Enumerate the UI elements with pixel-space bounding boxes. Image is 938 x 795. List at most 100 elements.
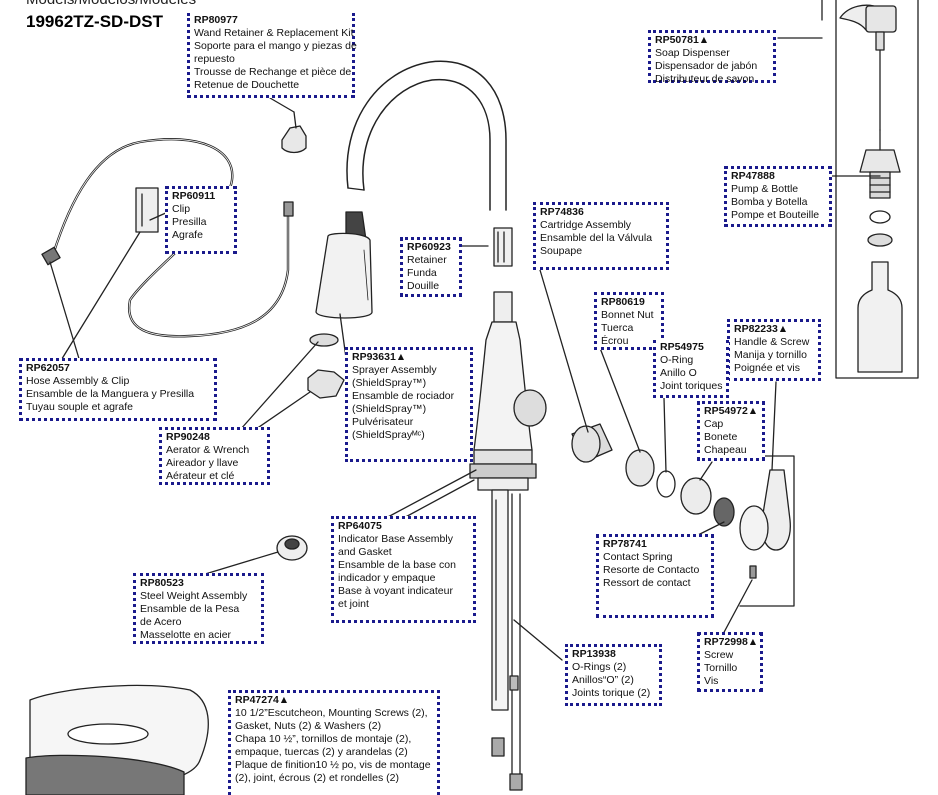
part-desc-line: and Gasket	[338, 546, 392, 558]
part-desc-line: Agrafe	[172, 229, 203, 241]
part-callout-rp82233: RP82233▲ Handle & Screw Manija y tornill…	[727, 319, 821, 381]
part-desc-line: Ensamble de la Pesa	[140, 603, 240, 615]
part-desc-line: de Acero	[140, 616, 182, 628]
part-number: RP50781▲	[655, 34, 710, 46]
part-callout-rp13938: RP13938 O-Rings (2) Anillos“O” (2) Joint…	[565, 644, 662, 706]
part-desc-line: Manija y tornillo	[734, 349, 807, 361]
models-label: Models/Modelos/Modèles	[26, 0, 196, 8]
part-desc-line: Joint toriques	[660, 380, 723, 392]
part-desc-line: Retainer	[407, 254, 447, 266]
part-number: RP13938	[572, 648, 616, 660]
part-callout-rp62057: RP62057 Hose Assembly & Clip Ensamble de…	[19, 358, 217, 421]
soap-dispenser-frame	[821, 0, 919, 379]
part-number: RP80619	[601, 296, 645, 308]
part-callout-rp54975: RP54975 O-Ring Anillo O Joint toriques	[653, 340, 729, 398]
part-number: RP93631▲	[352, 351, 407, 363]
escutcheon-gasket	[25, 754, 185, 795]
part-desc-line: indicador y empaque	[338, 572, 436, 584]
part-desc-line: Retenue de Douchette	[194, 79, 300, 91]
part-desc-line: Indicator Base Assembly	[338, 533, 453, 545]
part-desc-line: et joint	[338, 598, 369, 610]
part-desc-line: O-Ring	[660, 354, 694, 366]
part-desc-line: Ressort de contact	[603, 577, 691, 589]
part-desc-line: Cap	[704, 418, 724, 430]
aerator	[309, 333, 339, 347]
part-desc-line: Hose Assembly & Clip	[26, 375, 130, 387]
part-desc-line: Handle & Screw	[734, 336, 810, 348]
part-desc-line: Bomba y Botella	[731, 196, 808, 208]
part-number: RP47274▲	[235, 694, 290, 706]
part-callout-rp93631: RP93631▲ Sprayer Assembly (ShieldSpray™)…	[345, 347, 473, 462]
part-desc-line: Ensamble del la Válvula	[540, 232, 653, 244]
part-desc-line: Base à voyant indicateur	[338, 585, 453, 597]
part-desc-line: Soupape	[540, 245, 583, 257]
cap	[680, 477, 712, 515]
part-callout-rp54972: RP54972▲ Cap Bonete Chapeau	[697, 401, 765, 461]
part-desc-line: Steel Weight Assembly	[140, 590, 248, 602]
soap-pump-nut	[867, 233, 893, 247]
model-number: 19962TZ-SD-DST	[26, 12, 163, 31]
part-callout-rp47274: RP47274▲ 10 1/2”Escutcheon, Mounting Scr…	[228, 690, 440, 795]
part-desc-line: Soap Dispenser	[655, 47, 730, 59]
part-desc-line: (ShieldSprayᴹᶜ)	[352, 429, 425, 441]
part-number: RP60923	[407, 241, 451, 253]
o-ring	[656, 470, 676, 498]
wand-retainer-part	[281, 125, 307, 154]
faucet-handle-port	[513, 389, 547, 427]
part-callout-rp50781: RP50781▲ Soap Dispenser Dispensador de j…	[648, 30, 776, 85]
part-desc-line: Vis	[704, 675, 719, 687]
part-desc-line: Anillo O	[660, 367, 697, 379]
part-callout-rp78741: RP78741 Contact Spring Resorte de Contac…	[596, 534, 714, 618]
part-callout-rp80619: RP80619 Bonnet Nut Tuerca Écrou	[594, 292, 664, 350]
part-desc-line: Joints torique (2)	[572, 687, 651, 699]
part-number: RP47888	[731, 170, 775, 182]
soap-pump-washer	[869, 210, 891, 224]
faucet-top-stem	[493, 291, 513, 323]
part-desc-line: Douille	[407, 280, 440, 292]
part-number: RP82233▲	[734, 323, 789, 335]
part-desc-line: Screw	[704, 649, 734, 661]
part-callout-rp72998: RP72998▲ Screw Tornillo Vis	[697, 632, 763, 692]
part-desc-line: Masselotte en acier	[140, 629, 232, 641]
part-callout-rp64075: RP64075 Indicator Base Assembly and Gask…	[331, 516, 476, 623]
part-desc-line: repuesto	[194, 53, 235, 65]
supply-tube-end-a	[491, 737, 505, 757]
part-desc-line: Écrou	[601, 335, 629, 347]
hose-top-fitting	[283, 201, 294, 217]
part-desc-line: Aireador y llave	[166, 457, 239, 469]
part-desc-line: Ensamble de la base con	[338, 559, 456, 571]
part-number: RP78741	[603, 538, 647, 550]
supply-tube-end-b	[509, 773, 523, 791]
part-desc-line: Sprayer Assembly	[352, 364, 437, 376]
part-callout-rp74836: RP74836 Cartridge Assembly Ensamble del …	[533, 202, 669, 270]
part-desc-line: Tuerca	[601, 322, 634, 334]
part-desc-line: Chapeau	[704, 444, 747, 456]
part-desc-line: 10 1/2”Escutcheon, Mounting Screws (2), …	[235, 707, 428, 732]
spout	[346, 60, 507, 211]
retainer-part	[493, 227, 513, 267]
part-number: RP90248	[166, 431, 210, 443]
part-number: RP72998▲	[704, 636, 759, 648]
part-desc-line: Ensamble de la Manguera y Presilla	[26, 388, 195, 400]
part-desc-line: Aerator & Wrench	[166, 444, 250, 456]
part-desc-line: Pompe et Bouteille	[731, 209, 820, 221]
hose-end-fitting	[41, 246, 61, 266]
part-number: RP80523	[140, 577, 184, 589]
part-desc-line: Bonete	[704, 431, 738, 443]
part-desc-line: Chapa 10 ½”, tornillos de montaje (2), e…	[235, 733, 412, 758]
part-callout-rp80977: RP80977 Wand Retainer & Replacement Kit …	[187, 13, 357, 98]
part-desc-line: Funda	[407, 267, 437, 279]
indicator-base	[473, 449, 533, 465]
faucet-shank	[491, 489, 509, 711]
soap-pump-body	[859, 149, 901, 173]
part-desc-line: Ensamble de rociador	[352, 390, 455, 402]
part-desc-line: Pulvérisateur	[352, 416, 414, 428]
part-desc-line: Distributeur de savon	[655, 73, 755, 85]
part-number: RP74836	[540, 206, 584, 218]
soap-bottle	[857, 261, 903, 373]
part-callout-rp90248: RP90248 Aerator & Wrench Aireador y llav…	[159, 427, 270, 485]
part-callout-rp60923: RP60923 Retainer Funda Douille	[400, 237, 462, 297]
part-desc-line: Soporte para el mango y piezas de	[194, 40, 357, 52]
part-desc-line: Poignée et vis	[734, 362, 800, 374]
